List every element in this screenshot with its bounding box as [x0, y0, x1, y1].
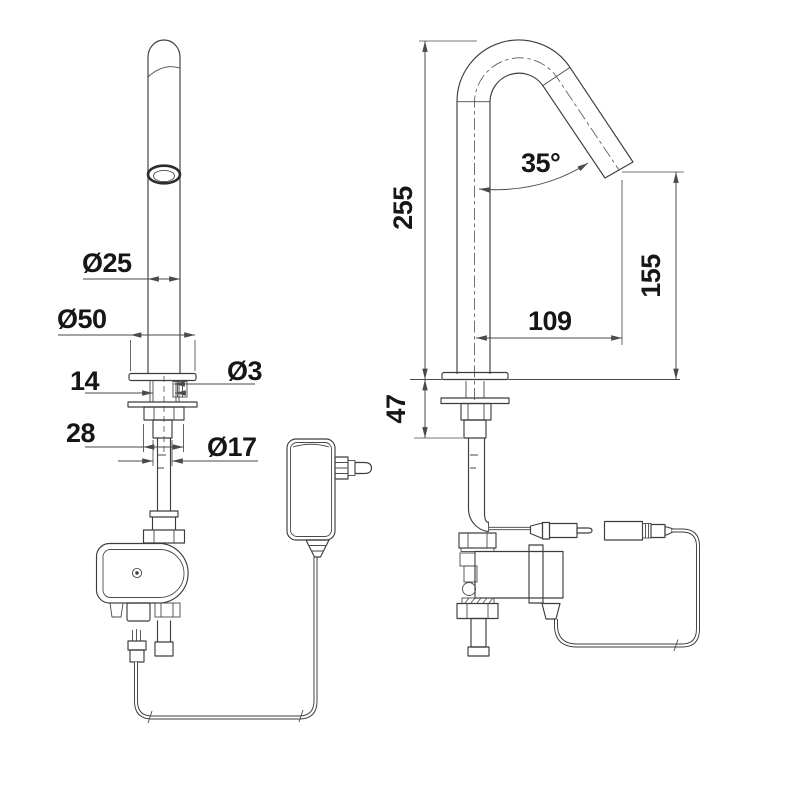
dim-label-nut-width: 28: [66, 418, 96, 448]
cable-joint-ticks: [147, 709, 304, 724]
dim-label-base-diameter: Ø50: [57, 304, 107, 334]
adapter-body: [286, 438, 336, 541]
male-connector-pin: [576, 527, 593, 534]
cable-loop: [554, 528, 700, 652]
valve-shank-side: [470, 617, 487, 648]
dim-spout-diameter: Ø25: [82, 248, 181, 282]
dim-label-cable-hole: Ø3: [227, 356, 263, 386]
faucet-body-front: [146, 39, 182, 375]
dim-outlet-height: 155: [622, 171, 684, 380]
washer-front: [127, 401, 198, 408]
valve-bottom-plug: [541, 602, 561, 620]
valve-bottom-nut: [456, 602, 499, 620]
control-box-tabs: [109, 602, 181, 622]
valve-assembly-side: [456, 532, 564, 657]
hose-nut-front: [142, 529, 186, 544]
base-plate-front: [128, 372, 197, 382]
sensor-window: [146, 164, 182, 185]
supply-pipe-side: [467, 437, 490, 533]
valve-flange: [528, 544, 544, 604]
dim-thread-diameter: Ø17: [118, 432, 258, 466]
power-cable-front: [134, 557, 318, 724]
spout-centerline: [474, 57, 620, 400]
side-view: 255 47 155 109 35°: [381, 39, 700, 657]
faucet-body-side: [456, 39, 634, 400]
female-connector: [603, 520, 673, 541]
washer-side: [440, 397, 510, 405]
male-connector: [529, 521, 593, 540]
dim-total-height: 255: [388, 40, 477, 380]
dim-label-thread-diameter: Ø17: [207, 432, 257, 462]
loop-joint-tick: [673, 639, 679, 652]
threaded-shank-side: [463, 419, 487, 439]
mounting-stem-side: [465, 381, 485, 398]
dim-label-spout-diameter: Ø25: [82, 248, 132, 278]
power-adapter: [286, 438, 373, 558]
valve-top-nut: [458, 532, 497, 549]
dim-label-plate-height: 14: [70, 366, 100, 396]
mounting-stem-front: [149, 376, 188, 455]
faucet-tube-front: [147, 39, 181, 375]
dim-plate-height: 14: [70, 366, 186, 396]
plug-pin: [354, 461, 373, 475]
faucet-outline-side: [456, 39, 634, 375]
supply-tube-front: [149, 437, 179, 531]
hatched-washer: [461, 597, 495, 604]
dim-base-diameter: Ø50: [57, 304, 196, 371]
led-indicator: [131, 567, 143, 579]
dim-spout-angle: 35°: [478, 148, 589, 193]
strain-relief: [305, 539, 330, 558]
outlet-tube-front: [154, 620, 174, 657]
dim-nut-width: 28: [66, 418, 184, 452]
dim-cable-hole: Ø3: [173, 356, 263, 387]
valve-body-side: [474, 550, 564, 599]
dim-label-total-height: 255: [388, 186, 418, 230]
valve-left-fittings: [459, 552, 478, 596]
connector-plug-front: [127, 629, 147, 663]
base-plate-side: [441, 371, 509, 381]
front-view: Ø25 Ø50 14 Ø3 28 Ø17: [57, 39, 373, 724]
hose-collar: [149, 510, 179, 518]
dim-label-spout-angle: 35°: [521, 148, 560, 178]
control-box-front: [95, 542, 189, 604]
mounting-nut-side: [460, 402, 492, 421]
dim-deck-clearance: 47: [381, 379, 428, 438]
valve-shank-cap: [467, 646, 490, 657]
threaded-shank-front: [152, 419, 173, 439]
dim-label-deck-clearance: 47: [381, 394, 411, 423]
dim-spout-reach: 109: [476, 180, 623, 345]
dim-label-spout-reach: 109: [528, 306, 572, 336]
plug-prongs: [334, 456, 373, 480]
dim-label-outlet-height: 155: [636, 254, 666, 298]
bend-silhouette-line: [147, 66, 181, 78]
